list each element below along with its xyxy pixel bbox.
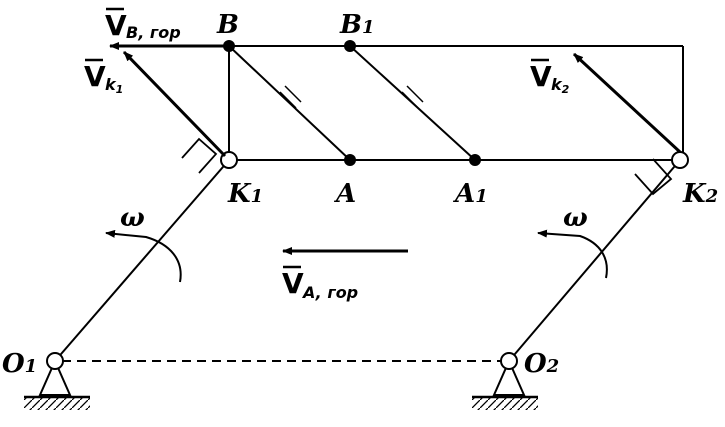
label-b1: B1	[339, 10, 375, 40]
label-a1: A1	[452, 179, 488, 209]
support-o1	[24, 358, 90, 410]
joint-o2	[500, 352, 518, 370]
point-b1	[344, 40, 356, 52]
link-b-a	[228, 45, 351, 161]
crank-o2-k2	[508, 159, 681, 362]
point-a	[344, 154, 356, 166]
vector-vk1	[122, 50, 227, 158]
top-rail	[229, 45, 684, 160]
label-omega-left: ω	[120, 203, 145, 233]
right-angle-k2	[634, 158, 673, 196]
omega-arc-right	[537, 229, 608, 279]
label-vb: V B, гор	[105, 7, 181, 42]
label-vk2: V k2	[530, 58, 570, 96]
joint-o1	[46, 352, 64, 370]
svg-text:k1: k1	[105, 75, 123, 96]
label-o2: O2	[524, 349, 559, 379]
label-va: V A, гор	[282, 265, 358, 302]
joint-k2	[671, 151, 689, 169]
point-a1	[469, 154, 481, 166]
right-angle-k1	[181, 137, 218, 174]
crank-o1-k1	[54, 159, 230, 362]
svg-text:k2: k2	[551, 75, 570, 96]
svg-text:V: V	[105, 9, 127, 42]
parallel-mark-1	[279, 85, 302, 109]
label-k1: K1	[227, 179, 263, 209]
label-vk1: V k1	[84, 58, 123, 96]
svg-text:V: V	[84, 60, 106, 93]
parallel-mark-2	[401, 85, 424, 109]
label-o1: O1	[2, 349, 37, 379]
label-b: B	[216, 10, 239, 40]
label-k2: K2	[682, 179, 718, 209]
svg-text:B, гор: B, гор	[126, 23, 181, 42]
svg-text:V: V	[530, 60, 552, 93]
label-a: A	[333, 179, 356, 209]
svg-text:V: V	[282, 267, 304, 300]
support-o2	[472, 358, 538, 410]
omega-arc-left	[105, 229, 182, 283]
label-omega-right: ω	[563, 203, 588, 233]
svg-text:A, гор: A, гор	[301, 283, 358, 302]
vector-vk2	[572, 52, 682, 154]
